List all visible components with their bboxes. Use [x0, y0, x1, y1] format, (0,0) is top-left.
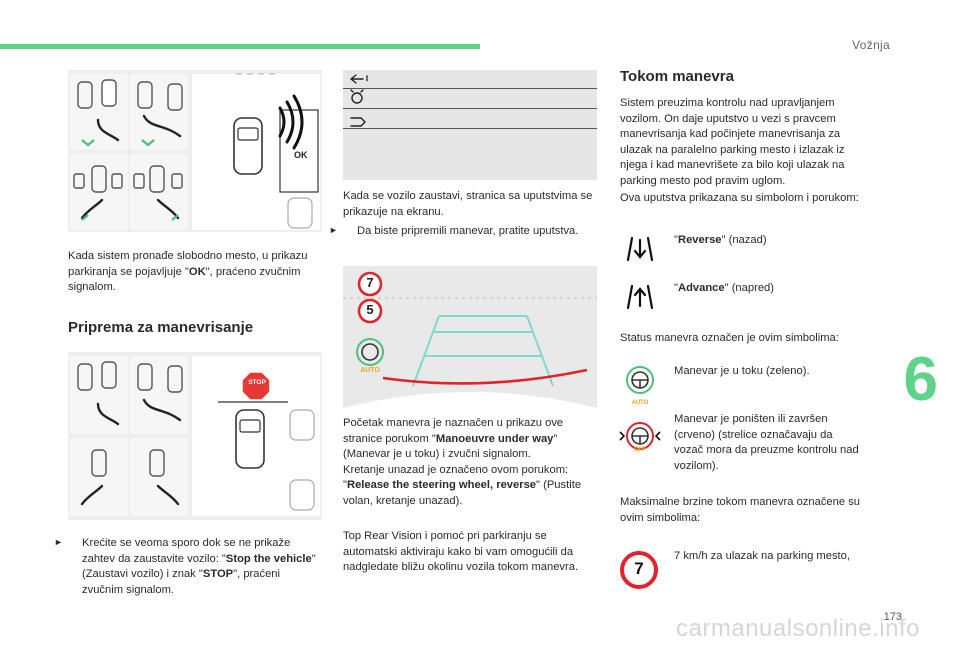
steering-icon: [351, 92, 363, 104]
stop-sign-label: STOP: [248, 379, 266, 386]
speed-7-value: 7: [366, 275, 374, 290]
advance-text: "Advance" (napred): [674, 282, 774, 294]
top-accent-bar: [0, 44, 480, 49]
stop-illustration-svg: [70, 356, 320, 516]
speed-5-value: 5: [366, 302, 374, 317]
rear-camera-view: 7 5 AUTO: [343, 266, 597, 408]
screen-icons-svg: [350, 74, 368, 127]
direction-icon: [350, 117, 366, 127]
paragraph-system-control: Sistem preuzima kontrolu nad upravljanje…: [620, 97, 845, 187]
speed-limit-sign-value: 7: [634, 559, 644, 578]
paragraph-max-speeds: Maksimalne brzine tokom manevra označene…: [620, 496, 861, 524]
parking-spot-found-illustration: OK: [68, 70, 322, 232]
advance-icon: [626, 284, 654, 310]
maneuver-active-icon: [626, 366, 654, 394]
status-cancelled-text: Manevar je poništen ili završen (crveno)…: [674, 413, 859, 472]
maneuver-cancelled-icon: [619, 422, 661, 450]
stop-vehicle-illustration: STOP: [68, 352, 322, 520]
paragraph-instructions-symbols: Ova uputstva prikazana su simbolom i por…: [620, 192, 859, 204]
status-active-text: Manevar je u toku (zeleno).: [674, 365, 810, 377]
bullet-move-slowly: ►Krećite se veoma sporo dok se ne prikaž…: [54, 537, 316, 596]
watermark: carmanualsonline.info: [676, 615, 920, 642]
rear-alert-line: [382, 368, 588, 385]
reverse-icon: [626, 236, 654, 262]
paragraph-vehicle-stopped: Kada se vozilo zaustavi, stranica sa upu…: [343, 190, 593, 218]
paragraph-top-rear-vision: Top Rear Vision i pomoć pri parkiranju s…: [343, 530, 579, 573]
camera-guides-svg: [343, 271, 597, 408]
heading-preparation: Priprema za manevrisanje: [68, 319, 254, 336]
parking-illustration-svg: [70, 73, 320, 230]
heading-during-maneuver: Tokom manevra: [620, 68, 734, 85]
bullet-prepare-maneuver: ►Da biste pripremili manevar, pratite up…: [329, 225, 579, 237]
speed-7-text: 7 km/h za ulazak na parking mesto,: [674, 550, 850, 562]
bullet-arrow-icon: ►: [54, 537, 63, 547]
instruction-screen: [343, 70, 597, 180]
speed-limit-sign-icon: [620, 551, 658, 589]
maneuver-cancelled-icon-label: OFF: [634, 447, 646, 453]
maneuver-active-icon-label: AUTO: [631, 400, 649, 406]
page-number: 173: [883, 611, 902, 623]
section-title: Vožnja: [852, 38, 890, 52]
stop-sign-icon: [241, 371, 271, 401]
bullet-arrow-icon: ►: [329, 225, 338, 235]
paragraph-maneuver-start: Početak manevra je naznačen u prikazu ov…: [343, 417, 582, 507]
paragraph-status-symbols: Status manevra označen je ovim simbolima…: [620, 332, 839, 344]
reverse-text: "Reverse" (nazad): [674, 234, 767, 246]
speed-limit-5-icon: [357, 298, 383, 324]
auto-label: AUTO: [360, 367, 380, 374]
paragraph-spot-found: Kada sistem pronađe slobodno mesto, u pr…: [68, 250, 308, 293]
back-arrow-icon: [350, 74, 364, 84]
auto-steering-icon: [356, 338, 384, 366]
speed-limit-7-icon: [357, 271, 383, 297]
ok-label: OK: [294, 150, 308, 160]
chapter-number: 6: [903, 345, 938, 414]
